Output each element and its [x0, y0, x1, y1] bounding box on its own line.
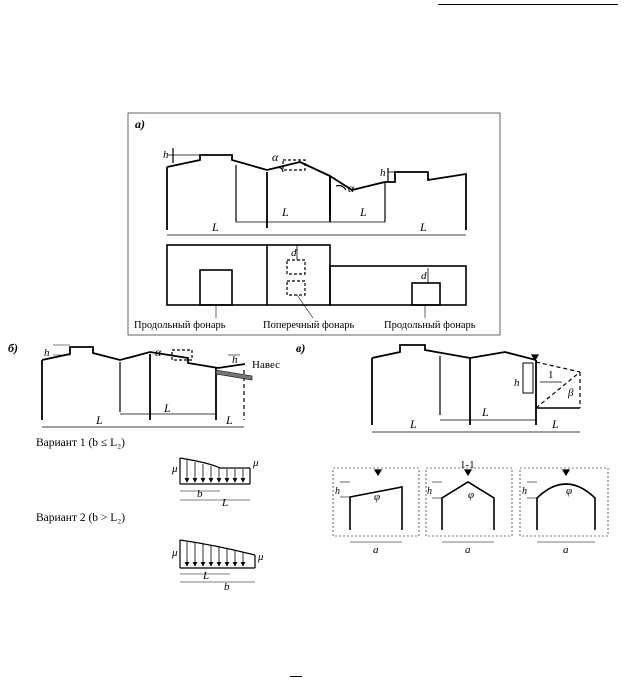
v2-L1: L [202, 570, 209, 582]
panel-v-L2: L [551, 417, 559, 431]
panel-v-dashed-top [535, 361, 581, 373]
section2-shape [441, 481, 495, 530]
panel-v-one: 1 [548, 369, 554, 381]
label-long-lantern-left: Продольный фонарь [134, 320, 226, 331]
panel-v-h-box [522, 362, 534, 394]
v2-arrows [184, 542, 246, 567]
section2-a: a [465, 544, 471, 556]
panel-a-h1-label-right: h [380, 167, 386, 179]
panel-b-cross-lantern [171, 349, 193, 361]
panel-v-h: h [514, 377, 520, 389]
section1-mark [373, 469, 383, 477]
panel-v-L1-star: L [481, 405, 489, 419]
panel-a-plan-cross-lantern-2 [286, 280, 306, 296]
panel-v-beta: β [567, 387, 574, 399]
panel-a-plan-long-lantern-right [411, 282, 441, 306]
v2-b: b [224, 581, 230, 593]
section1-phi: φ [374, 491, 380, 503]
v1-load-curve [179, 457, 250, 469]
panel-a [127, 112, 501, 336]
v1-mu: μ [171, 463, 178, 475]
panel-a-L1-star: L [281, 205, 289, 219]
panel-a-plan-cross-lantern-1 [286, 259, 306, 275]
panel-v-letter: в) [296, 341, 305, 355]
label-cross-lantern: Поперечный фонарь [263, 320, 355, 331]
panel-v-dashed-slope [535, 371, 581, 409]
variant1-label: Вариант 1 (b ≤ L₂) [36, 437, 125, 449]
panel-v-section-mark [530, 354, 540, 362]
panel-b-letter: б) [8, 341, 18, 355]
section2-h: h [427, 486, 432, 497]
panel-a-h1-label-left: h [163, 149, 169, 161]
section3-frame [519, 467, 609, 537]
panel-a-alpha1: α [272, 150, 279, 164]
panel-a-d-label: d [291, 247, 297, 259]
v2-mu1: μ [257, 551, 264, 563]
section1-frame [332, 467, 420, 537]
section1-a: a [373, 544, 379, 556]
panel-b-L1: L [95, 413, 103, 427]
v2-load-curve [179, 539, 256, 556]
section1-h: h [335, 486, 340, 497]
panel-b-canopy [215, 369, 253, 381]
section2-mark [463, 469, 473, 477]
panel-a-roof-profile [166, 154, 467, 230]
section3-h: h [522, 486, 527, 497]
panel-a-alpha1-arc [274, 166, 284, 173]
panel-a-plan-long-lantern-left [199, 269, 233, 306]
panel-a-plan-right [329, 265, 467, 306]
section2-phi: φ [468, 489, 474, 501]
panel-a-frame [127, 112, 501, 336]
panel-a-L1: L [211, 220, 219, 234]
panel-v-L1: L [409, 417, 417, 431]
v2-mu: μ [171, 547, 178, 559]
panel-b-L1-star: L [163, 401, 171, 415]
v1-b: b [197, 488, 203, 500]
section2-frame [425, 467, 513, 537]
panel-a-L2-star: L [359, 205, 367, 219]
panel-a-L2: L [419, 220, 427, 234]
section3-phi: φ [566, 485, 572, 497]
v1-mu1: μ [252, 457, 259, 469]
top-rule [438, 4, 618, 5]
panel-a-d1-label: d [421, 270, 427, 282]
section3-a: a [563, 544, 569, 556]
panel-b-h-right-label: h [232, 354, 238, 366]
panel-b [41, 344, 256, 583]
section-label: 1-1 [460, 459, 475, 471]
v1-L1: L [221, 497, 228, 509]
panel-a-cross-lantern-elev [282, 159, 306, 171]
section3-shape [536, 483, 596, 530]
panel-b-canopy-label: Навес [252, 359, 280, 371]
v1-arrows [184, 460, 246, 483]
label-long-lantern-right: Продольный фонарь [384, 320, 476, 331]
panel-a-plan-left [166, 244, 331, 306]
section3-mark [561, 469, 571, 477]
panel-v-roof-profile [371, 344, 537, 361]
panel-b-h: h [44, 347, 50, 359]
panel-a-alpha2-arc [335, 184, 347, 191]
variant2-label: Вариант 2 (b > L₂) [36, 512, 125, 524]
panel-a-leader2 [296, 294, 314, 319]
panel-b-alpha: α [155, 345, 162, 359]
page-number-mark [290, 676, 302, 677]
panel-b-L2: L [225, 413, 233, 427]
panel-a-letter: а) [135, 117, 145, 131]
panel-v [332, 344, 609, 543]
section1-shape [349, 486, 403, 530]
panel-a-alpha2: α [348, 181, 355, 195]
panel-b-roof-profile [41, 346, 246, 369]
